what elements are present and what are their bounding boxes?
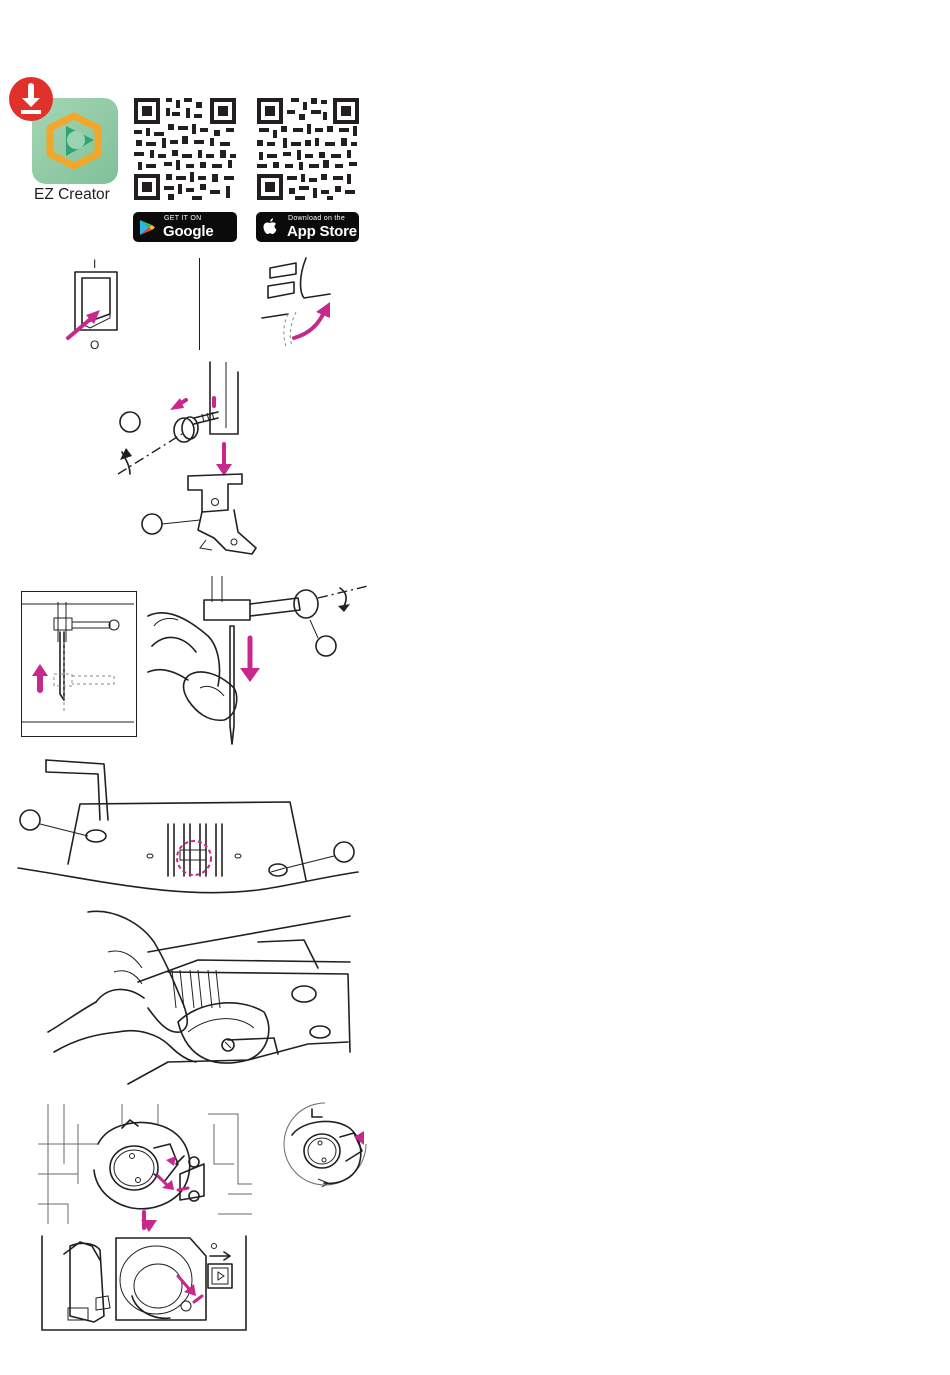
bobbin-case-removal-illustration xyxy=(48,912,353,1092)
bobbin-cover-illustration xyxy=(40,1236,250,1340)
switch-off-mark: O xyxy=(90,338,99,352)
presser-lever-illustration xyxy=(258,258,368,353)
app-store-small-text: Download on the xyxy=(288,215,345,222)
callout-circle-1 xyxy=(120,412,140,432)
download-badge-icon xyxy=(9,77,53,121)
hook-area-illustration xyxy=(38,1104,252,1224)
power-switch-illustration: I O xyxy=(60,258,200,353)
down-arrow-icon xyxy=(141,1218,157,1234)
google-play-icon xyxy=(139,219,155,236)
bobbin-detail-illustration xyxy=(282,1101,368,1187)
panel-divider xyxy=(199,258,200,350)
app-name-label: EZ Creator xyxy=(34,186,124,204)
needle-insertion-illustration xyxy=(148,576,368,756)
lift-arrow-icon xyxy=(294,312,324,338)
switch-on-mark: I xyxy=(93,257,96,271)
presser-foot-removal-illustration xyxy=(110,362,270,562)
needle-inset-illustration xyxy=(22,592,134,734)
needle-plate-illustration xyxy=(18,760,358,905)
app-store-button[interactable]: Download on the App Store xyxy=(256,212,359,242)
callout-circle-5 xyxy=(334,842,354,862)
callout-circle-4 xyxy=(20,810,40,830)
google-play-qr-code[interactable] xyxy=(132,96,238,202)
callout-circle-2 xyxy=(142,514,162,534)
apple-icon xyxy=(263,218,277,235)
app-store-big-text: App Store xyxy=(287,223,357,240)
google-play-big-text: Google Play xyxy=(163,223,237,257)
app-store-qr-code[interactable] xyxy=(255,96,361,202)
google-play-button[interactable]: GET IT ON Google Play xyxy=(133,212,237,242)
callout-circle-3 xyxy=(316,636,336,656)
google-play-small-text: GET IT ON xyxy=(164,215,201,222)
